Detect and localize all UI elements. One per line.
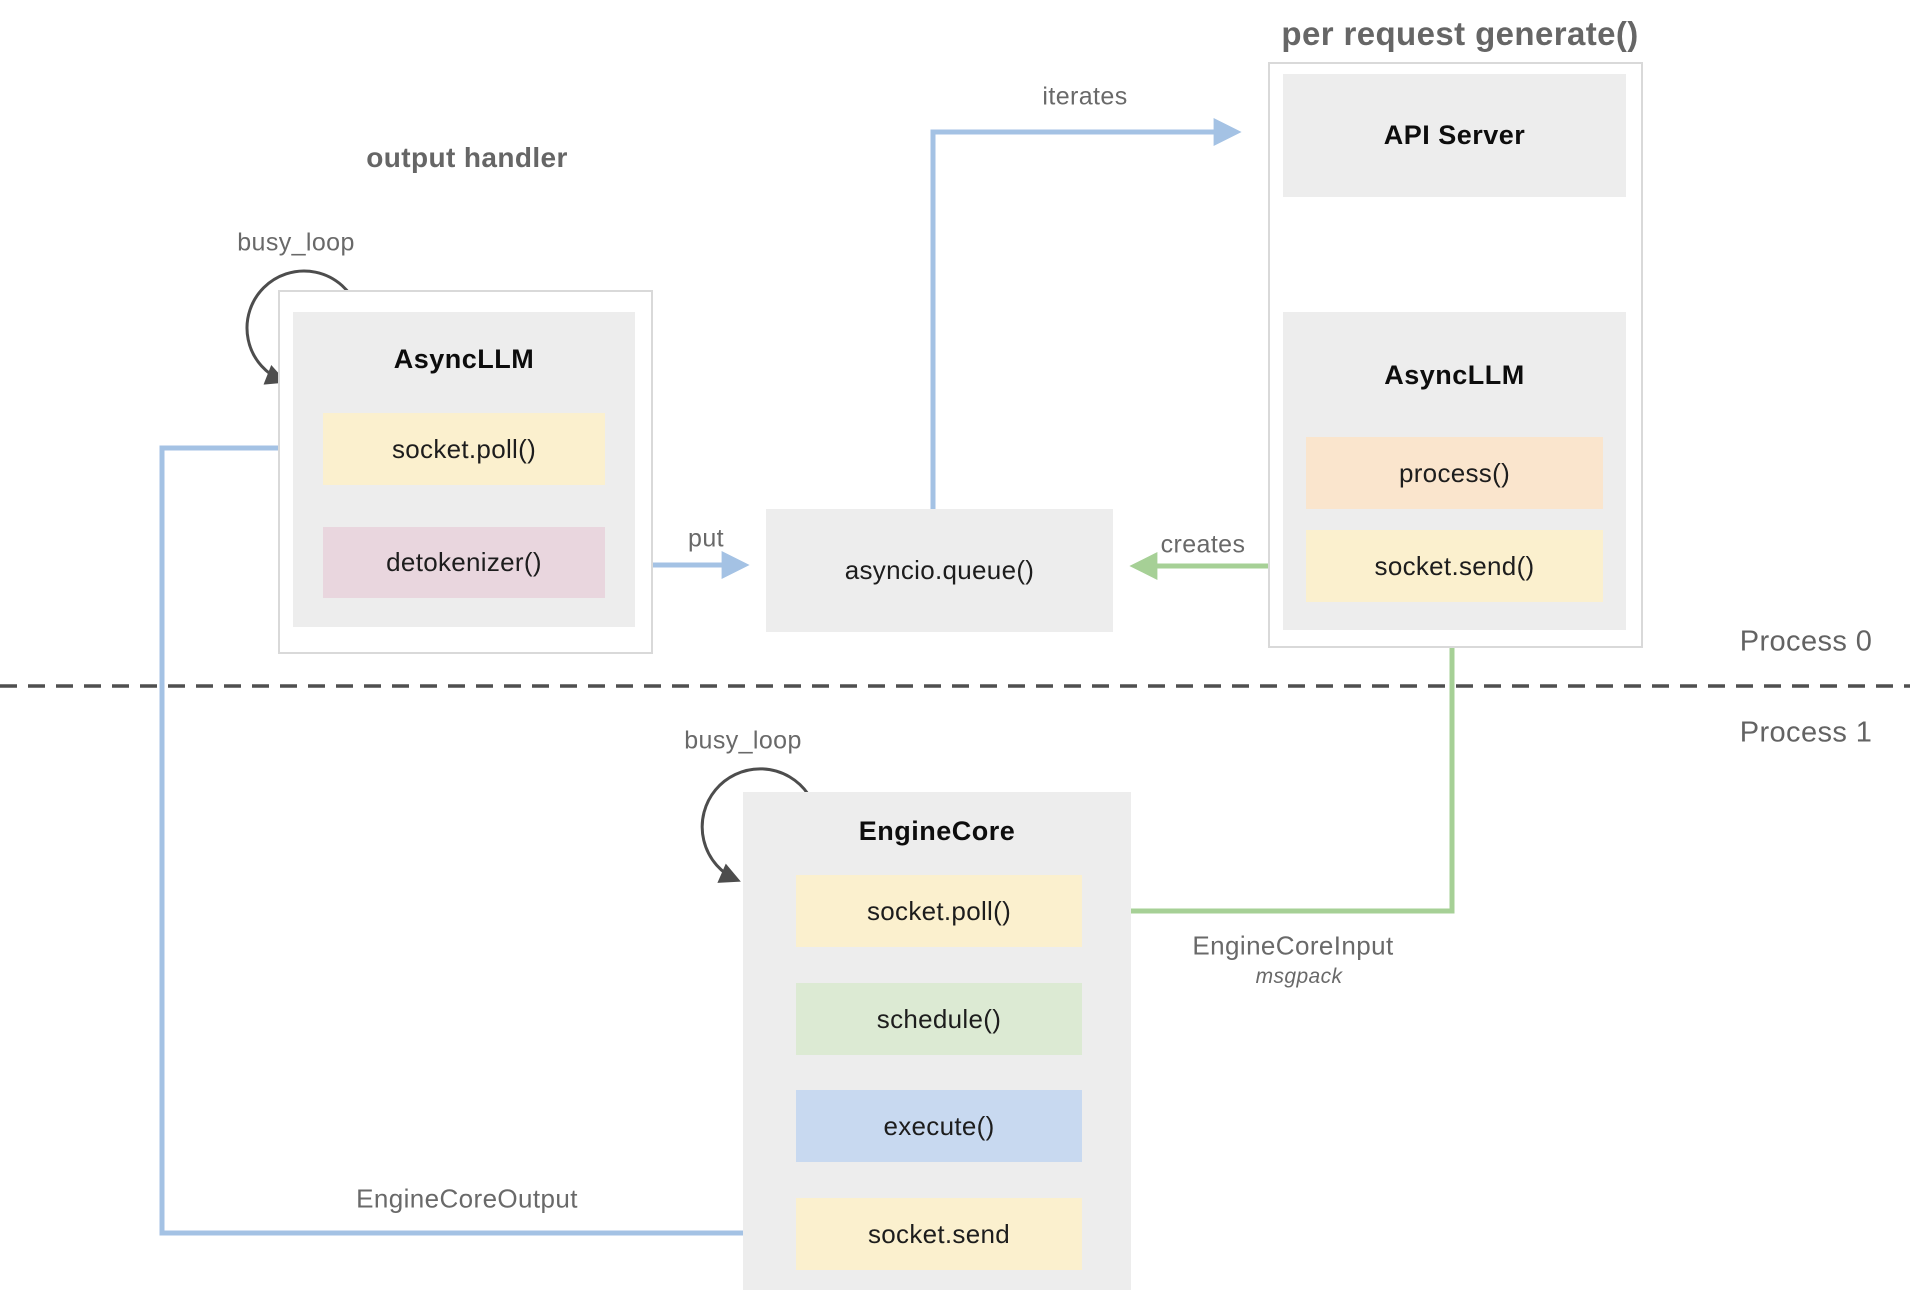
busy-loop-label-engine-core: busy_loop xyxy=(684,726,802,755)
async-llm-right-socket-send-box: socket.send() xyxy=(1306,530,1603,602)
creates-label: creates xyxy=(1160,530,1246,559)
engine-core-socket-poll-box: socket.poll() xyxy=(796,875,1082,947)
asyncio-queue-node: asyncio.queue() xyxy=(766,509,1113,632)
engine-core-input-label: EngineCoreInput xyxy=(1192,930,1394,961)
put-label: put xyxy=(688,524,724,553)
engine-core-node: EngineCore socket.poll() schedule() exec… xyxy=(743,792,1131,1290)
busy-loop-label-output-handler: busy_loop xyxy=(237,228,355,257)
process-1-label: Process 1 xyxy=(1739,716,1873,749)
engine-core-output-arrow xyxy=(159,434,796,1236)
engine-core-execute-box: execute() xyxy=(796,1090,1082,1162)
busy-loop-arrow-engine-core xyxy=(700,767,810,883)
engine-core-input-arrow xyxy=(1098,603,1455,925)
per-request-generate-title: per request generate() xyxy=(1281,15,1639,52)
engine-core-schedule-box: schedule() xyxy=(796,983,1082,1055)
engine-core-title: EngineCore xyxy=(858,816,1016,846)
process-0-label: Process 0 xyxy=(1739,625,1873,658)
iterates-label: iterates xyxy=(1042,82,1128,111)
async-llm-left-detokenizer-box: detokenizer() xyxy=(323,527,605,598)
async-llm-right-title: AsyncLLM xyxy=(1384,360,1525,390)
async-llm-left-socket-poll-box: socket.poll() xyxy=(323,413,605,485)
api-server-title: API Server xyxy=(1383,120,1526,150)
iterates-arrow xyxy=(930,118,1242,509)
api-server-node: API Server xyxy=(1283,74,1626,197)
msgpack-label: msgpack xyxy=(1255,965,1343,988)
async-llm-left-title: AsyncLLM xyxy=(393,344,535,374)
async-llm-right-process-box: process() xyxy=(1306,437,1603,509)
engine-core-socket-send-box: socket.send xyxy=(796,1198,1082,1270)
busy-loop-arrow-output-handler xyxy=(245,269,359,385)
engine-core-output-label: EngineCoreOutput xyxy=(356,1183,578,1214)
output-handler-title: output handler xyxy=(366,142,568,173)
async-llm-left-node: AsyncLLM socket.poll() detokenizer() xyxy=(293,312,635,627)
async-llm-right-node: AsyncLLM process() socket.send() xyxy=(1283,312,1626,630)
